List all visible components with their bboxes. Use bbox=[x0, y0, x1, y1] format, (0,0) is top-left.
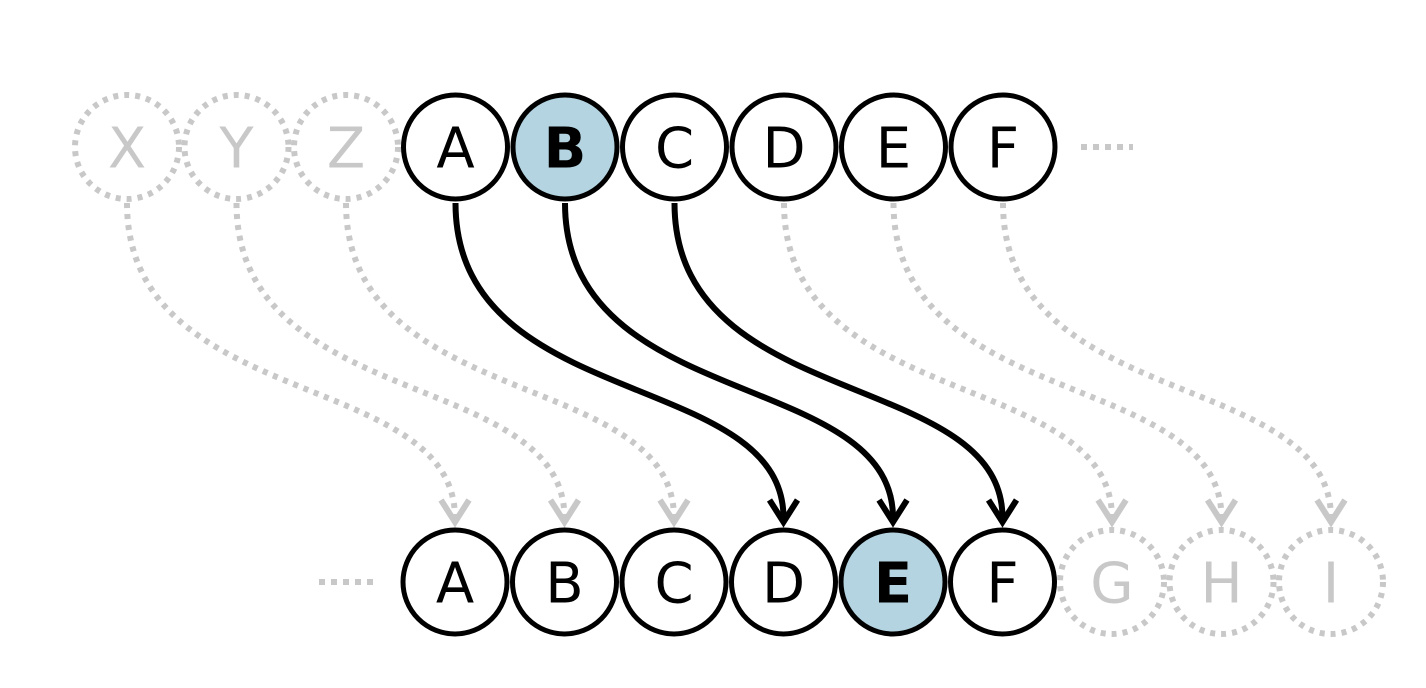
node-bot-d: D bbox=[729, 527, 838, 637]
arrow-curve bbox=[562, 202, 896, 519]
arrow-a-to-d bbox=[452, 202, 801, 528]
node-label: H bbox=[1200, 552, 1242, 617]
arrow-curve bbox=[124, 202, 458, 519]
node-circle bbox=[729, 527, 838, 637]
arrow-head bbox=[985, 498, 1020, 528]
node-circle bbox=[510, 527, 619, 637]
node-circle bbox=[838, 527, 948, 637]
node-top-d: D bbox=[729, 92, 839, 202]
arrow-e-to-h bbox=[890, 202, 1239, 528]
node-top-e: E bbox=[839, 92, 948, 202]
node-label: A bbox=[436, 117, 474, 182]
node-top-a: A bbox=[401, 92, 510, 202]
arrow-f-to-i bbox=[1000, 202, 1348, 528]
node-circle bbox=[948, 92, 1058, 202]
arrow-head bbox=[766, 498, 801, 528]
node-label: Z bbox=[327, 117, 365, 182]
node-circle bbox=[729, 92, 839, 202]
node-bot-h: H bbox=[1166, 527, 1277, 637]
nodes-layer: X Y Z A B C D E F A B C D E F G H I bbox=[72, 92, 1386, 637]
arrow-head bbox=[1314, 498, 1348, 528]
node-circle bbox=[72, 92, 182, 202]
arrow-curve bbox=[343, 202, 677, 519]
node-circle bbox=[620, 92, 729, 202]
node-bot-c: C bbox=[619, 527, 729, 637]
arrow-d-to-g bbox=[781, 202, 1129, 528]
node-circle bbox=[181, 92, 292, 202]
node-label: B bbox=[545, 552, 583, 617]
node-top-y: Y bbox=[181, 92, 292, 202]
node-top-f: F bbox=[948, 92, 1058, 202]
arrow-head bbox=[657, 498, 691, 528]
node-top-z: Z bbox=[291, 92, 401, 202]
node-label: F bbox=[987, 117, 1019, 182]
arrow-b-to-e bbox=[562, 202, 910, 528]
node-label: G bbox=[1090, 552, 1133, 617]
arrow-head bbox=[1095, 498, 1129, 528]
node-circle bbox=[400, 527, 510, 637]
arrow-c-to-f bbox=[671, 202, 1020, 528]
node-top-c: C bbox=[620, 92, 729, 202]
arrow-head bbox=[1204, 498, 1239, 528]
arrow-curve bbox=[1000, 202, 1334, 519]
node-circle bbox=[510, 92, 620, 202]
arrow-curve bbox=[452, 202, 787, 519]
node-top-b: B bbox=[510, 92, 620, 202]
node-label: F bbox=[986, 552, 1018, 617]
node-bot-i: I bbox=[1276, 527, 1386, 637]
node-circle bbox=[948, 527, 1057, 637]
arrow-head bbox=[547, 498, 582, 528]
node-label: C bbox=[654, 552, 693, 617]
arrow-z-to-c bbox=[343, 202, 691, 528]
arrow-curve bbox=[671, 202, 1006, 519]
node-bot-b: B bbox=[510, 527, 619, 637]
node-circle bbox=[1276, 527, 1386, 637]
arrow-head bbox=[438, 498, 472, 528]
node-label: E bbox=[874, 552, 912, 617]
node-label: E bbox=[876, 117, 911, 182]
node-label: C bbox=[655, 117, 694, 182]
node-bot-g: G bbox=[1057, 527, 1167, 637]
node-bot-a: A bbox=[400, 527, 510, 637]
node-label: D bbox=[762, 552, 805, 617]
arrow-y-to-b bbox=[233, 202, 582, 528]
arrow-curve bbox=[781, 202, 1115, 519]
node-label: B bbox=[544, 117, 587, 182]
node-label: A bbox=[436, 552, 474, 617]
arrows-layer bbox=[124, 202, 1348, 528]
ellipsis-layer bbox=[319, 144, 1133, 585]
node-bot-e: E bbox=[838, 527, 948, 637]
arrow-head bbox=[876, 498, 910, 528]
arrow-curve bbox=[233, 202, 568, 519]
node-circle bbox=[1057, 527, 1167, 637]
node-label: X bbox=[108, 117, 146, 182]
node-label: D bbox=[762, 117, 805, 182]
node-circle bbox=[401, 92, 510, 202]
node-circle bbox=[619, 527, 729, 637]
node-label: Y bbox=[218, 117, 254, 182]
node-circle bbox=[291, 92, 401, 202]
node-label: I bbox=[1323, 552, 1340, 617]
node-circle bbox=[839, 92, 948, 202]
arrow-x-to-a bbox=[124, 202, 472, 528]
node-bot-f: F bbox=[948, 527, 1057, 637]
node-top-x: X bbox=[72, 92, 182, 202]
arrow-curve bbox=[890, 202, 1225, 519]
node-circle bbox=[1166, 527, 1277, 637]
